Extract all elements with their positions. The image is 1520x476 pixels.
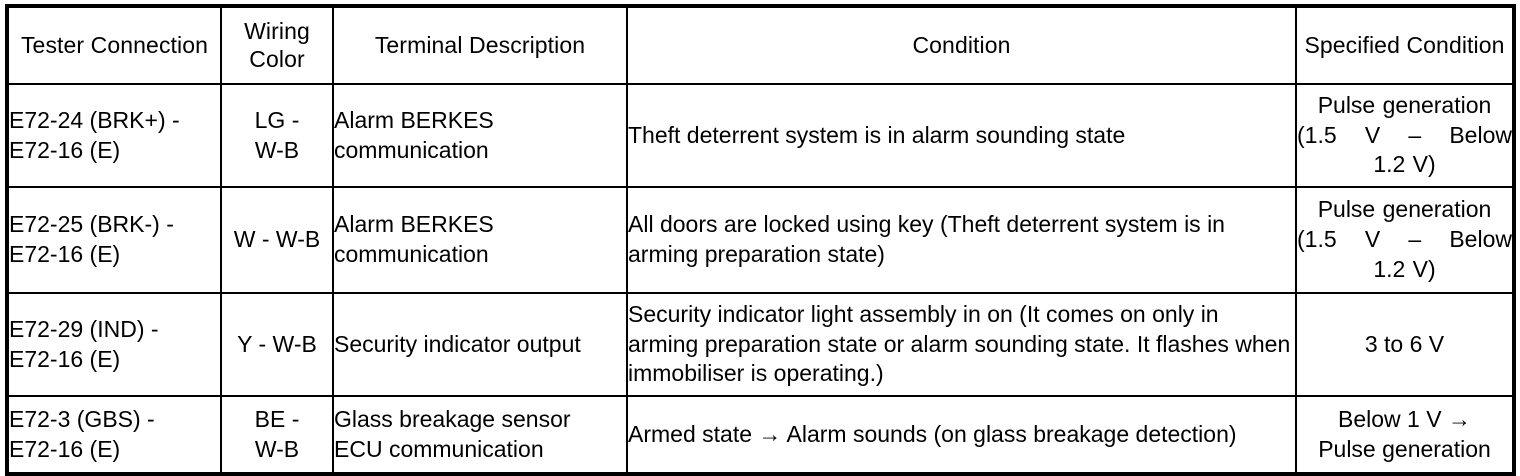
cell-condition: Security indicator light assembly in on … — [626, 292, 1297, 397]
cell-wiring-color: BE - W-B — [220, 395, 334, 475]
cell-tester-connection: E72-29 (IND) - E72-16 (E) — [6, 292, 222, 397]
cell-terminal-description: Alarm BERKES communication — [332, 83, 628, 188]
cell-condition: All doors are locked using key (Theft de… — [626, 186, 1297, 294]
column-header-specified-condition: Specified Condition — [1295, 5, 1515, 85]
table-row: E72-25 (BRK-) - E72-16 (E) W - W-B Alarm… — [6, 186, 1515, 294]
cell-terminal-description: Alarm BERKES communication — [332, 186, 628, 294]
specified-condition-line-1: Pulse generation — [1317, 196, 1492, 223]
table-row: E72-3 (GBS) - E72-16 (E) BE - W-B Glass … — [6, 395, 1515, 475]
cell-wiring-color: Y - W-B — [220, 292, 334, 397]
table-header: Tester Connection Wiring Color Terminal … — [6, 5, 1515, 85]
specified-condition-line-3: 1.2 V) — [1373, 255, 1436, 282]
table-row: E72-29 (IND) - E72-16 (E) Y - W-B Securi… — [6, 292, 1515, 397]
cell-specified-condition: Below 1 V → Pulse generation — [1295, 395, 1515, 475]
cell-tester-connection: E72-25 (BRK-) - E72-16 (E) — [6, 186, 222, 294]
column-header-condition: Condition — [626, 5, 1297, 85]
cell-wiring-color: LG - W-B — [220, 83, 334, 188]
cell-specified-condition: 3 to 6 V — [1295, 292, 1515, 397]
cell-specified-condition: Pulse generation (1.5 V – Below 1.2 V) — [1295, 83, 1515, 188]
cell-wiring-color: W - W-B — [220, 186, 334, 294]
cell-condition: Armed state → Alarm sounds (on glass bre… — [626, 395, 1297, 475]
cell-terminal-description: Glass breakage sensor ECU communication — [332, 395, 628, 475]
table-row: E72-24 (BRK+) - E72-16 (E) LG - W-B Alar… — [6, 83, 1515, 188]
specified-condition-line-2: (1.5 V – Below — [1297, 226, 1512, 253]
specified-condition-line-3: 1.2 V) — [1373, 151, 1436, 178]
column-header-wiring-color: Wiring Color — [220, 5, 334, 85]
specification-table-sheet: Tester Connection Wiring Color Terminal … — [5, 4, 1516, 476]
terminal-specification-table: Tester Connection Wiring Color Terminal … — [5, 4, 1516, 476]
cell-condition: Theft deterrent system is in alarm sound… — [626, 83, 1297, 188]
cell-tester-connection: E72-24 (BRK+) - E72-16 (E) — [6, 83, 222, 188]
column-header-tester-connection: Tester Connection — [6, 5, 222, 85]
table-body: E72-24 (BRK+) - E72-16 (E) LG - W-B Alar… — [6, 83, 1515, 475]
cell-specified-condition: Pulse generation (1.5 V – Below 1.2 V) — [1295, 186, 1515, 294]
cell-tester-connection: E72-3 (GBS) - E72-16 (E) — [6, 395, 222, 475]
table-header-row: Tester Connection Wiring Color Terminal … — [6, 5, 1515, 85]
specified-condition-line-1: Pulse generation — [1317, 91, 1492, 118]
cell-terminal-description: Security indicator output — [332, 292, 628, 397]
column-header-terminal-description: Terminal Description — [332, 5, 628, 85]
specified-condition-line-2: (1.5 V – Below — [1297, 121, 1512, 148]
